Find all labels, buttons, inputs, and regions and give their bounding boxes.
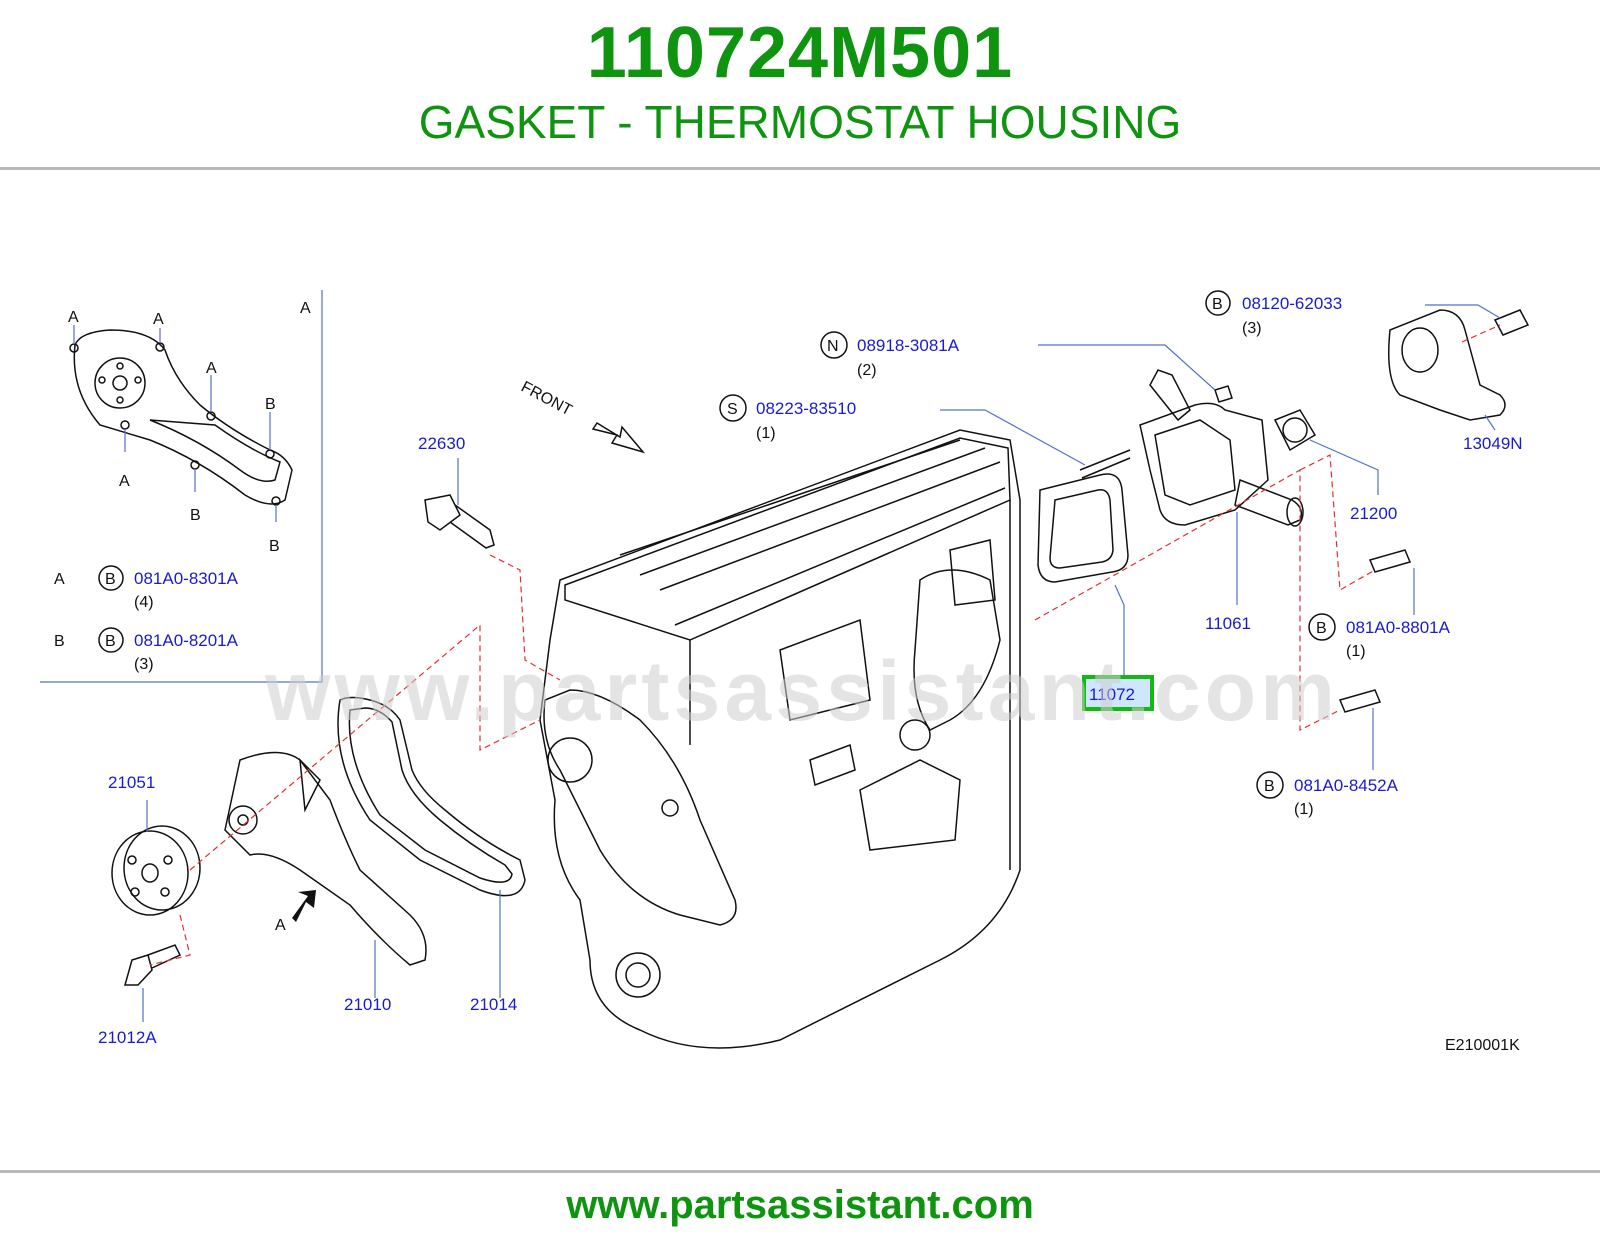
- qty-08223-83510: (1): [756, 425, 776, 442]
- inset-letter-a-1: A: [68, 309, 79, 326]
- part-link-21014[interactable]: 21014: [470, 995, 517, 1014]
- qty-08918-3081A: (2): [857, 362, 877, 379]
- part-link-13049N[interactable]: 13049N: [1463, 434, 1523, 453]
- assembly-lines: [149, 324, 1501, 966]
- part-link-08120-62033[interactable]: 08120-62033: [1242, 294, 1342, 313]
- qty-081A0-8452A: (1): [1294, 801, 1314, 818]
- part-description: GASKET - THERMOSTAT HOUSING: [418, 96, 1182, 148]
- water-pump: [224, 751, 427, 966]
- qty-081A0-8201A: (3): [134, 656, 154, 673]
- part-link-21051[interactable]: 21051: [108, 773, 155, 792]
- watermark: www.partsassistant.com: [264, 644, 1335, 738]
- badge-b-icon: [1308, 613, 1336, 641]
- part-link-21012A[interactable]: 21012A: [98, 1028, 157, 1047]
- leader-lines: [142, 304, 1501, 1022]
- badge-letter: S: [727, 401, 738, 418]
- thermostat: [1273, 409, 1317, 452]
- part-link-081A0-8452A[interactable]: 081A0-8452A: [1294, 776, 1399, 795]
- water-pump-gasket: [337, 696, 526, 897]
- bolts-small: [1079, 309, 1530, 713]
- badge-letter: B: [1212, 296, 1223, 313]
- part-link-081A0-8801A[interactable]: 081A0-8801A: [1346, 618, 1451, 637]
- callout-08120-62033[interactable]: B 08120-62033 (3): [1205, 290, 1342, 337]
- part-link-21200[interactable]: 21200: [1350, 504, 1397, 523]
- arrow-icon: [292, 890, 316, 922]
- header-divider: [0, 167, 1600, 170]
- view-a-arrow: A: [275, 890, 316, 934]
- qty-081A0-8801A: (1): [1346, 643, 1366, 660]
- part-number-title: 110724M501: [586, 13, 1014, 93]
- inset-letter-b-2: B: [190, 507, 201, 524]
- pulley: [111, 825, 201, 916]
- callout-081A0-8801A[interactable]: B 081A0-8801A (1): [1308, 613, 1451, 660]
- inset-bolt-b-letter: B: [54, 633, 65, 650]
- inset-letter-b-3: B: [269, 538, 280, 555]
- badge-letter: B: [1316, 620, 1327, 637]
- highlight-box: [1082, 675, 1154, 711]
- inset-corner-letter: A: [300, 300, 311, 317]
- inset-panel: A A A A A B B B A B 081A0-8301A (4): [40, 290, 323, 683]
- highlighted-part-11072[interactable]: 11072: [1082, 675, 1154, 711]
- badge-n-icon: [820, 331, 848, 359]
- callout-081A0-8452A[interactable]: B 081A0-8452A (1): [1256, 771, 1399, 818]
- inset-letter-b-1: B: [265, 396, 276, 413]
- callout-08918-3081A[interactable]: N 08918-3081A (2): [820, 331, 960, 379]
- inset-bolt-b-badge: B: [105, 633, 116, 650]
- badge-b-icon: [1256, 771, 1284, 799]
- inset-bolt-a-letter: A: [54, 571, 65, 588]
- badge-letter: N: [827, 338, 839, 355]
- badge-b-icon: [1205, 290, 1231, 316]
- callout-08223-83510[interactable]: S 08223-83510 (1): [719, 394, 856, 442]
- engine-block: [539, 429, 1021, 1049]
- footer-divider: [0, 1170, 1600, 1173]
- part-link-081A0-8201A[interactable]: 081A0-8201A: [134, 631, 239, 650]
- inset-bolt-a-badge: B: [105, 571, 116, 588]
- temperature-sensor: [424, 494, 495, 549]
- thermostat-housing: [1139, 369, 1304, 527]
- badge-letter: B: [1264, 778, 1275, 795]
- part-link-08223-83510[interactable]: 08223-83510: [756, 399, 856, 418]
- part-link-08918-3081A[interactable]: 08918-3081A: [857, 336, 960, 355]
- part-link-11061[interactable]: 11061: [1205, 614, 1251, 633]
- part-link-11072[interactable]: 11072: [1089, 685, 1135, 704]
- front-label: FRONT: [518, 379, 575, 420]
- inset-letter-a-2: A: [153, 311, 164, 328]
- qty-081A0-8301A: (4): [134, 594, 154, 611]
- badge-b-icon: [98, 565, 124, 591]
- qty-08120-62033: (3): [1242, 320, 1262, 337]
- thermostat-gasket: [1037, 473, 1129, 583]
- view-a-letter: A: [275, 917, 286, 934]
- footer-url[interactable]: www.partsassistant.com: [566, 1183, 1034, 1227]
- water-outlet: [1388, 309, 1506, 421]
- inset-bolt-a-row: A B 081A0-8301A (4): [54, 565, 239, 611]
- part-link-21010[interactable]: 21010: [344, 995, 391, 1014]
- pulley-bolt: [124, 944, 182, 986]
- inset-bolt-b-row: B B 081A0-8201A (3): [54, 627, 239, 673]
- inset-letter-a-4: A: [119, 473, 130, 490]
- part-link-081A0-8301A[interactable]: 081A0-8301A: [134, 569, 239, 588]
- badge-s-icon: [719, 394, 747, 422]
- inset-water-pump-gasket: [69, 325, 293, 522]
- badge-b-icon: [98, 627, 124, 653]
- inset-letter-a-3: A: [206, 360, 217, 377]
- diagram-code: E210001K: [1445, 1037, 1520, 1054]
- front-arrow: FRONT: [518, 379, 646, 454]
- part-link-22630[interactable]: 22630: [418, 434, 465, 453]
